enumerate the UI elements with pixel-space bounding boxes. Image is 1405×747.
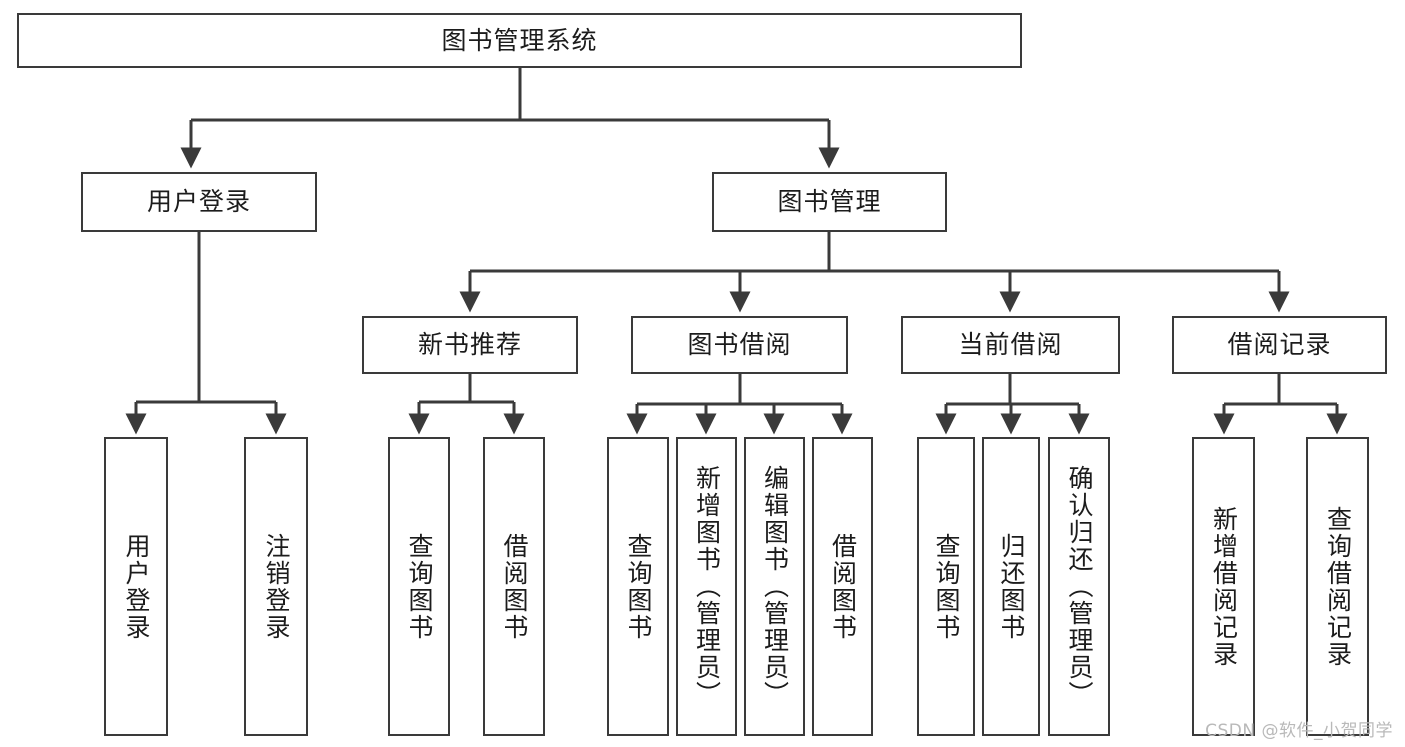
- node-label: 确认归还（管理员）: [1065, 465, 1094, 708]
- node-leaf-add-book-admin[interactable]: 新增图书（管理员）: [676, 437, 737, 736]
- node-label: 查询图书: [932, 532, 961, 641]
- watermark: CSDN @软件_小贺同学: [1205, 721, 1393, 741]
- node-leaf-query-books-current[interactable]: 查询图书: [917, 437, 975, 736]
- node-label: 图书借阅: [687, 330, 792, 360]
- node-leaf-add-borrow-record[interactable]: 新增借阅记录: [1192, 437, 1255, 736]
- node-label: 查询借阅记录: [1323, 505, 1353, 668]
- node-leaf-borrow-books-recommend[interactable]: 借阅图书: [483, 437, 545, 736]
- node-label: 用户登录: [122, 532, 151, 641]
- node-leaf-query-books-borrow[interactable]: 查询图书: [607, 437, 669, 736]
- node-current-borrowing[interactable]: 当前借阅: [901, 316, 1120, 374]
- node-label: 新书推荐: [417, 330, 522, 360]
- node-label: 归还图书: [997, 532, 1026, 641]
- node-label: 借阅图书: [500, 532, 529, 641]
- node-label: 新增借阅记录: [1209, 505, 1239, 668]
- node-label: 图书管理: [777, 187, 882, 217]
- node-leaf-user-login[interactable]: 用户登录: [104, 437, 168, 736]
- node-user-login[interactable]: 用户登录: [81, 172, 317, 232]
- node-label: 新增图书（管理员）: [692, 465, 722, 708]
- node-borrowing-records[interactable]: 借阅记录: [1172, 316, 1387, 374]
- node-root-book-management-system[interactable]: 图书管理系统: [17, 13, 1022, 68]
- node-label: 借阅记录: [1227, 330, 1332, 360]
- node-label: 借阅图书: [828, 532, 858, 641]
- node-label: 查询图书: [624, 532, 653, 641]
- node-leaf-logout[interactable]: 注销登录: [244, 437, 308, 736]
- node-leaf-query-borrow-record[interactable]: 查询借阅记录: [1306, 437, 1369, 736]
- node-label: 查询图书: [405, 532, 434, 641]
- node-label: 注销登录: [262, 532, 291, 641]
- node-new-book-recommendation[interactable]: 新书推荐: [362, 316, 578, 374]
- node-label: 用户登录: [146, 187, 251, 217]
- node-label: 图书管理系统: [441, 25, 598, 55]
- node-leaf-query-books-recommend[interactable]: 查询图书: [388, 437, 450, 736]
- node-leaf-confirm-return-admin[interactable]: 确认归还（管理员）: [1048, 437, 1110, 736]
- node-label: 当前借阅: [958, 330, 1063, 360]
- node-book-borrowing[interactable]: 图书借阅: [631, 316, 848, 374]
- node-label: 编辑图书（管理员）: [760, 465, 790, 708]
- node-leaf-return-books[interactable]: 归还图书: [982, 437, 1040, 736]
- node-leaf-borrow-books[interactable]: 借阅图书: [812, 437, 873, 736]
- node-leaf-edit-book-admin[interactable]: 编辑图书（管理员）: [744, 437, 805, 736]
- node-book-management[interactable]: 图书管理: [712, 172, 947, 232]
